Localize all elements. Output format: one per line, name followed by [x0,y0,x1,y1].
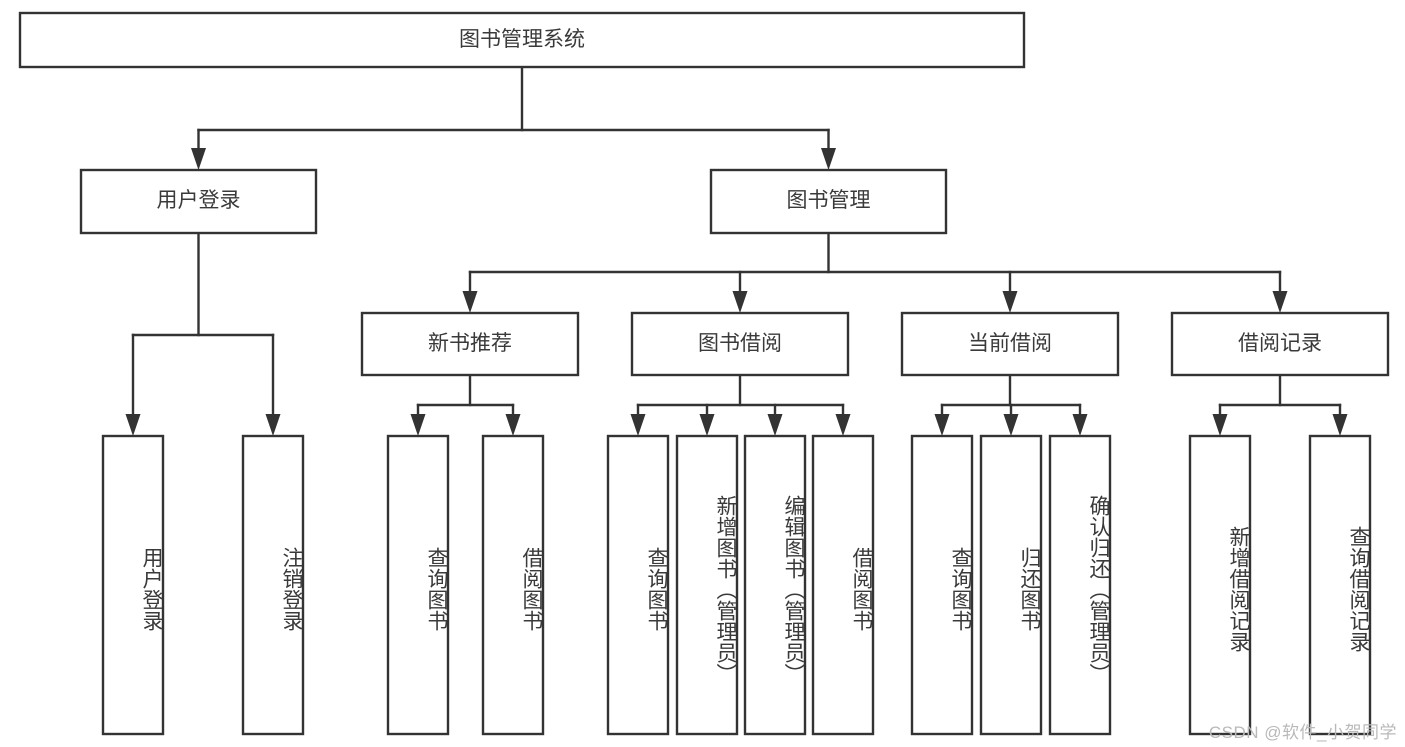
node-box-user-login [79,168,318,235]
node-box-leaf-add-book [675,434,739,736]
node-box-book-borrow [630,311,850,377]
node-layer [18,11,1390,736]
node-box-leaf-add-record [1188,434,1252,736]
node-box-current-borrow [900,311,1120,377]
node-box-leaf-query-book-3 [910,434,974,736]
node-box-new-book-rec [360,311,580,377]
node-box-leaf-query-book-2 [606,434,670,736]
node-box-leaf-confirm-return [1048,434,1112,736]
node-box-leaf-user-login [101,434,165,736]
node-box-leaf-borrow-book-2 [811,434,875,736]
node-box-leaf-edit-book [743,434,807,736]
node-box-leaf-logout [241,434,305,736]
node-box-leaf-borrow-book-1 [481,434,545,736]
node-box-borrow-record [1170,311,1390,377]
watermark: CSDN @软件_小贺同学 [1208,723,1397,742]
node-box-book-manage [709,168,948,235]
node-box-leaf-query-book-1 [386,434,450,736]
node-box-root [18,11,1026,69]
node-box-leaf-query-record [1308,434,1372,736]
node-box-leaf-return-book [979,434,1043,736]
connector-layer [125,65,1348,436]
